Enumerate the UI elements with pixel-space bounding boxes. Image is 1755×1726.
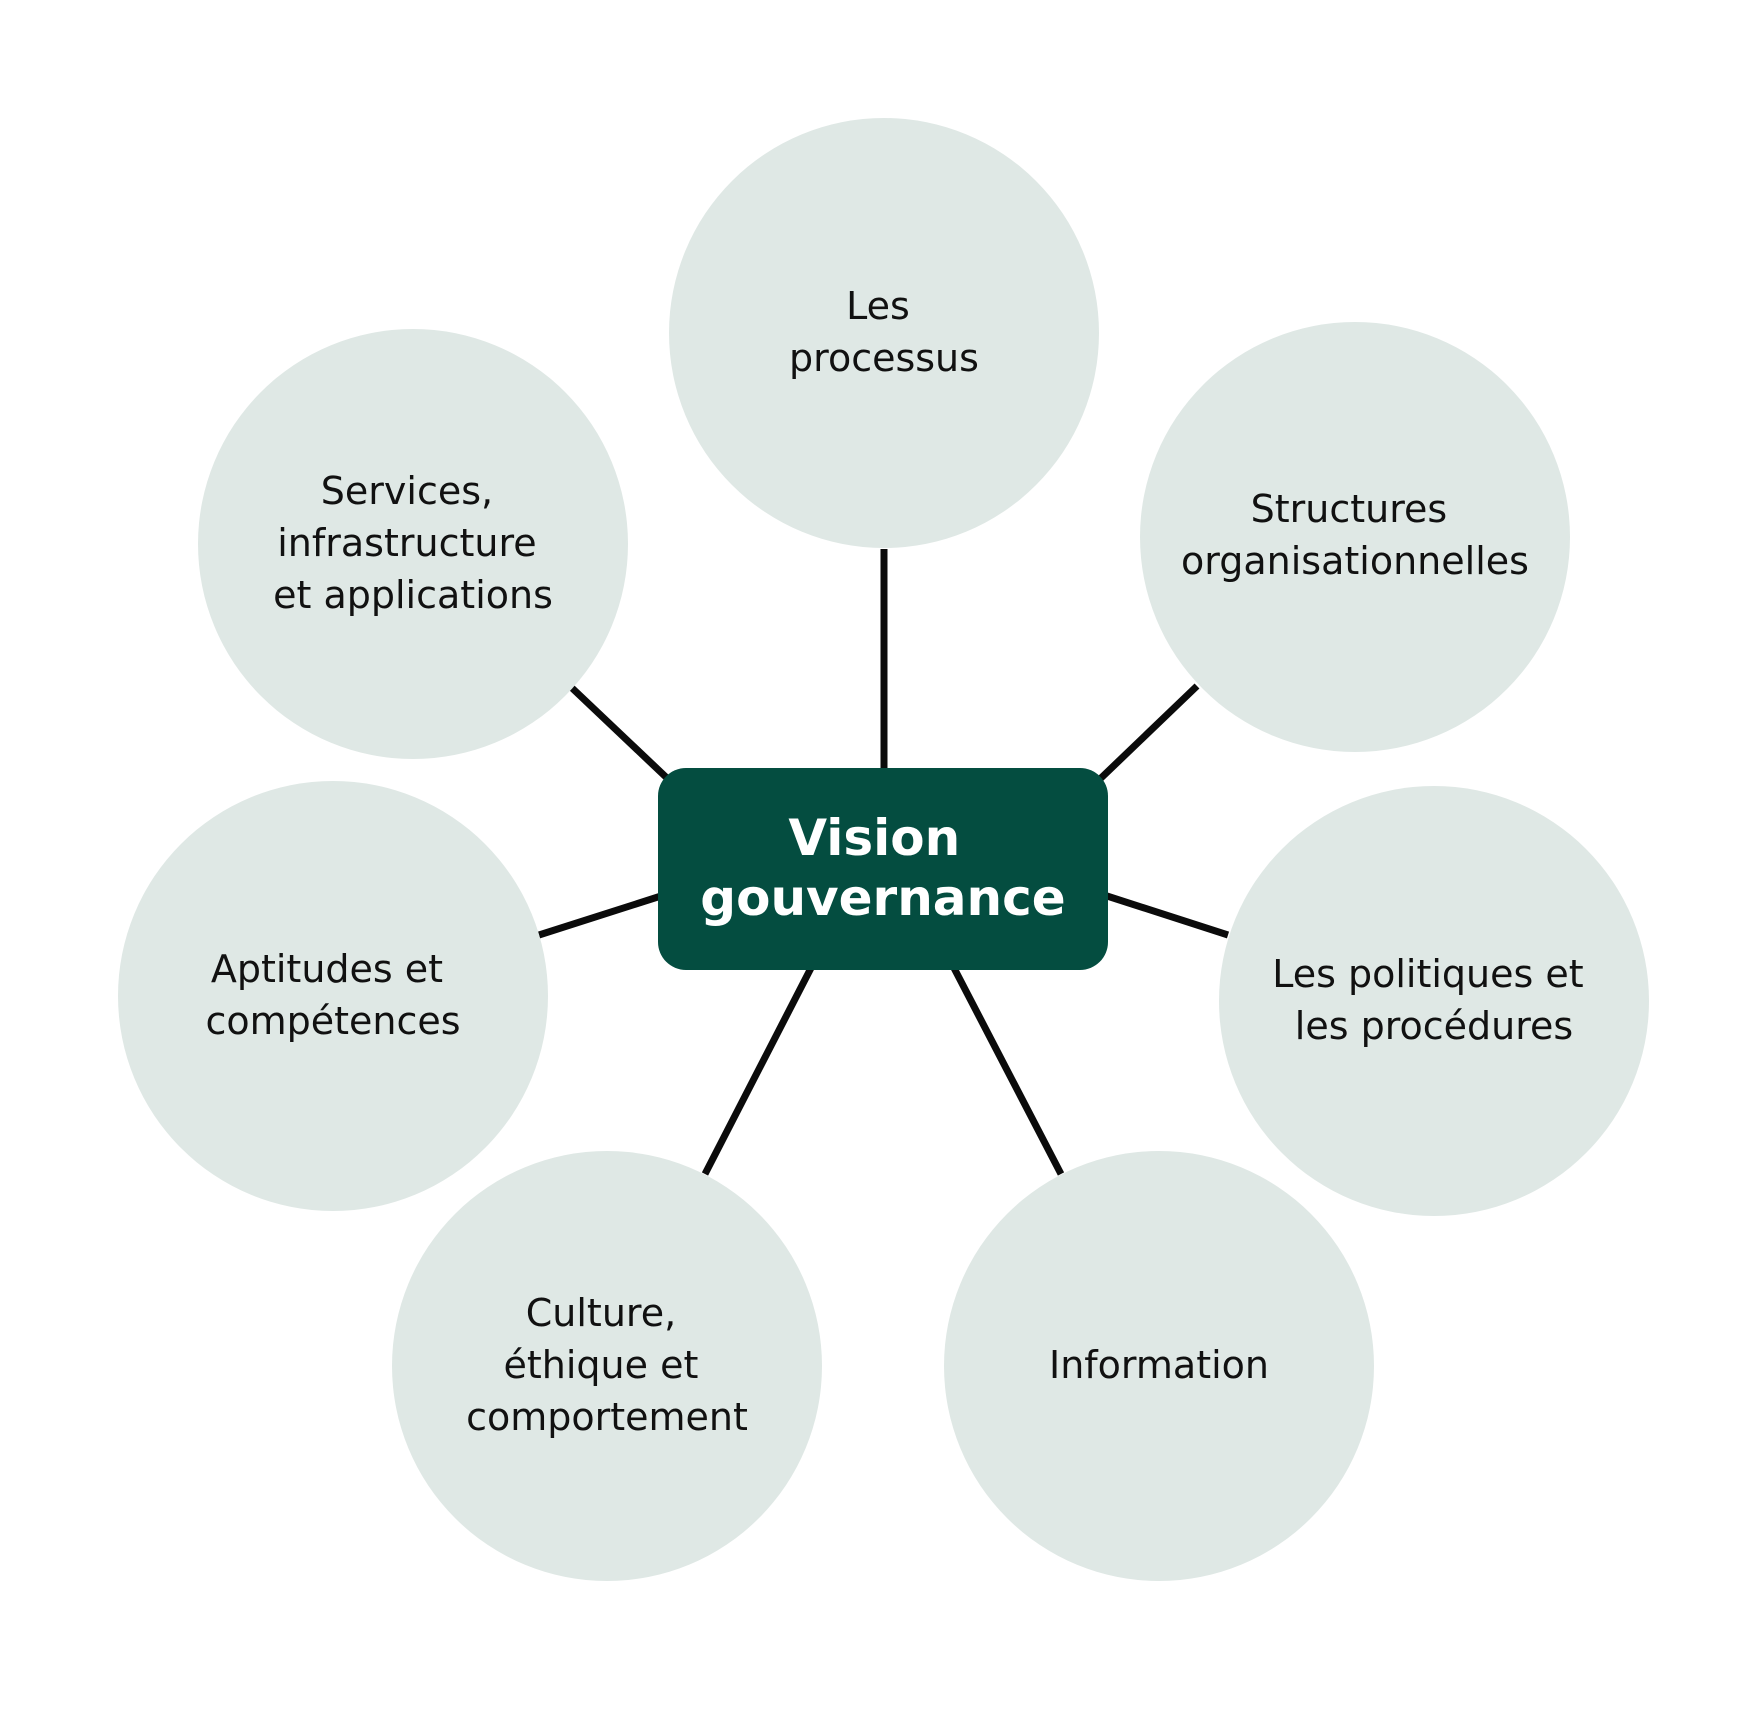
node-services-label: Services, infrastructure et applications (273, 469, 553, 617)
connector-aptitudes (537, 892, 663, 939)
node-politiques-label: Les politiques et les procédures (1272, 952, 1596, 1048)
connector-information (950, 966, 1065, 1176)
node-processus-circle (669, 118, 1099, 548)
node-politiques-circle (1219, 786, 1649, 1216)
connector-politiques (1105, 892, 1230, 939)
node-services-line-3: et applications (273, 573, 553, 617)
node-information-label: Information (1049, 1343, 1269, 1387)
node-services: Services, infrastructure et applications (198, 329, 628, 759)
node-structures-circle (1140, 322, 1570, 752)
node-politiques: Les politiques et les procédures (1219, 786, 1649, 1216)
node-aptitudes-circle (118, 781, 548, 1211)
node-culture-line-1: Culture, (526, 1291, 676, 1335)
center-line-1: Vision (788, 809, 960, 867)
node-culture-circle (392, 1151, 822, 1581)
node-services-line-1: Services, (321, 469, 493, 513)
node-culture-line-2: éthique et (504, 1343, 699, 1387)
node-services-circle (198, 329, 628, 759)
node-structures: Structures organisationnelles (1140, 322, 1570, 752)
node-information-line-1: Information (1049, 1343, 1269, 1387)
node-processus-label: Les processus (789, 284, 979, 380)
connector-culture (701, 966, 815, 1176)
connectors (537, 549, 1230, 1176)
node-culture-line-3: comportement (466, 1395, 748, 1439)
center-line-2: gouvernance (700, 869, 1065, 927)
node-politiques-line-2: les procédures (1295, 1004, 1573, 1048)
connector-services (569, 685, 671, 782)
node-aptitudes-label: Aptitudes et compétences (205, 947, 460, 1043)
node-aptitudes: Aptitudes et compétences (118, 781, 548, 1211)
node-aptitudes-line-1: Aptitudes et (211, 947, 443, 991)
center-box (658, 768, 1108, 970)
node-information-circle (944, 1151, 1374, 1581)
node-information: Information (944, 1151, 1374, 1581)
node-culture-label: Culture, éthique et comportement (466, 1291, 748, 1439)
center-label: Vision gouvernance (700, 809, 1065, 927)
node-services-line-2: infrastructure (277, 521, 536, 565)
node-culture: Culture, éthique et comportement (392, 1151, 822, 1581)
node-structures-line-2: organisationnelles (1181, 539, 1529, 583)
node-processus: Les processus (669, 118, 1099, 548)
center-node: Vision gouvernance (658, 768, 1108, 970)
connector-structures (1097, 683, 1200, 782)
node-aptitudes-line-2: compétences (205, 999, 460, 1043)
node-politiques-line-1: Les politiques et (1272, 952, 1583, 996)
node-structures-line-1: Structures (1251, 487, 1448, 531)
node-processus-line-2: processus (789, 336, 979, 380)
node-processus-line-1: Les (846, 284, 910, 328)
node-structures-label: Structures organisationnelles (1181, 487, 1529, 583)
